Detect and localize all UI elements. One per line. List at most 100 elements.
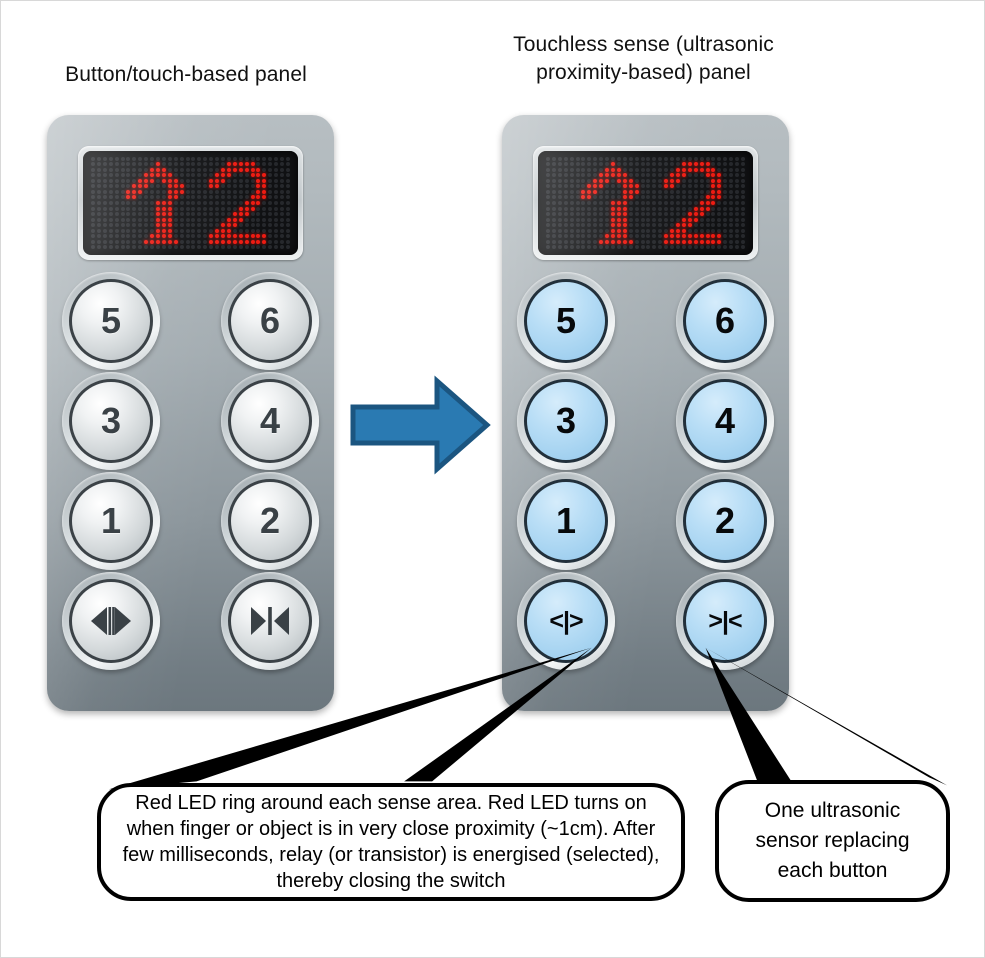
led-dot (687, 156, 692, 161)
led-dot (102, 228, 107, 233)
led-dot (185, 156, 190, 161)
led-dot (622, 206, 627, 211)
keypad-row: 5 6 (517, 272, 774, 370)
led-dot (729, 223, 734, 228)
sense-floor-6[interactable]: 6 (676, 272, 774, 370)
led-dot (658, 234, 663, 239)
led-dot (599, 223, 604, 228)
led-dot (155, 178, 160, 183)
led-dot (250, 189, 255, 194)
led-dot (622, 173, 627, 178)
led-dot (634, 167, 639, 172)
led-dot (280, 212, 285, 217)
led-dot (138, 245, 143, 250)
led-dot (610, 200, 615, 205)
led-dot (232, 173, 237, 178)
led-dot (593, 178, 598, 183)
led-dot (221, 195, 225, 200)
button-floor-3[interactable]: 3 (62, 372, 160, 470)
led-dot (557, 245, 562, 250)
led-dot (622, 195, 627, 200)
led-dot (676, 162, 680, 167)
led-dot (699, 167, 704, 172)
led-dot (90, 239, 95, 244)
led-dot (114, 206, 119, 211)
led-dot (262, 173, 267, 178)
led-dot (676, 173, 680, 178)
led-dot (232, 234, 237, 239)
led-dot (681, 217, 686, 222)
led-dot (693, 234, 698, 239)
led-dot (155, 234, 160, 239)
button-door-close[interactable] (221, 572, 319, 670)
led-dot (238, 239, 243, 244)
led-dot (197, 195, 202, 200)
led-dot (652, 178, 657, 183)
led-dot (610, 206, 615, 211)
button-floor-6[interactable]: 6 (221, 272, 319, 370)
led-dot (161, 206, 166, 211)
led-dot (268, 178, 273, 183)
led-dot (723, 245, 728, 250)
led-dot (262, 189, 267, 194)
led-dot (581, 239, 586, 244)
led-dot (699, 239, 704, 244)
sense-floor-1[interactable]: 1 (517, 472, 615, 570)
sense-floor-2[interactable]: 2 (676, 472, 774, 570)
led-dot (664, 206, 669, 211)
led-dot (622, 234, 627, 239)
button-floor-1[interactable]: 1 (62, 472, 160, 570)
led-dot (545, 212, 550, 217)
led-dot (238, 217, 243, 222)
button-door-open[interactable] (62, 572, 160, 670)
led-dot (268, 223, 273, 228)
led-dot (179, 184, 184, 189)
led-dot (599, 245, 604, 250)
button-floor-4[interactable]: 4 (221, 372, 319, 470)
led-dot (232, 217, 237, 222)
led-dot (687, 245, 692, 250)
led-dot (640, 228, 645, 233)
led-dot (108, 206, 113, 211)
led-dot (681, 234, 686, 239)
led-dot (658, 184, 663, 189)
led-dot (203, 173, 208, 178)
led-dot (640, 167, 645, 172)
led-dot (729, 167, 734, 172)
led-dot (587, 239, 592, 244)
sense-door-close[interactable]: >|< (676, 572, 774, 670)
led-dot (167, 178, 172, 183)
door-open-icon (91, 607, 131, 635)
sense-floor-3[interactable]: 3 (517, 372, 615, 470)
sense-door-open[interactable]: <|> (517, 572, 615, 670)
button-floor-2[interactable]: 2 (221, 472, 319, 570)
led-dot (616, 212, 621, 217)
sense-floor-5[interactable]: 5 (517, 272, 615, 370)
led-dot (215, 162, 220, 167)
led-dot (640, 217, 645, 222)
led-dot (179, 178, 184, 183)
led-dot (664, 178, 669, 183)
led-dot (232, 167, 237, 172)
led-dot (173, 223, 178, 228)
led-dot (646, 167, 651, 172)
led-dot (274, 184, 279, 189)
led-dot (102, 206, 107, 211)
led-dot (664, 195, 669, 200)
led-dot (161, 234, 166, 239)
led-dot (705, 189, 710, 194)
led-dot (232, 156, 237, 161)
sense-floor-4[interactable]: 4 (676, 372, 774, 470)
led-dot (563, 228, 568, 233)
led-dot (90, 217, 95, 222)
button-floor-5[interactable]: 5 (62, 272, 160, 370)
led-dot (658, 217, 663, 222)
led-dot (161, 228, 166, 233)
led-dot (605, 162, 610, 167)
led-dot (557, 189, 562, 194)
led-dot (167, 156, 172, 161)
led-dot (209, 239, 214, 244)
led-dot (634, 195, 639, 200)
led-dot (150, 156, 155, 161)
led-dot (628, 239, 633, 244)
